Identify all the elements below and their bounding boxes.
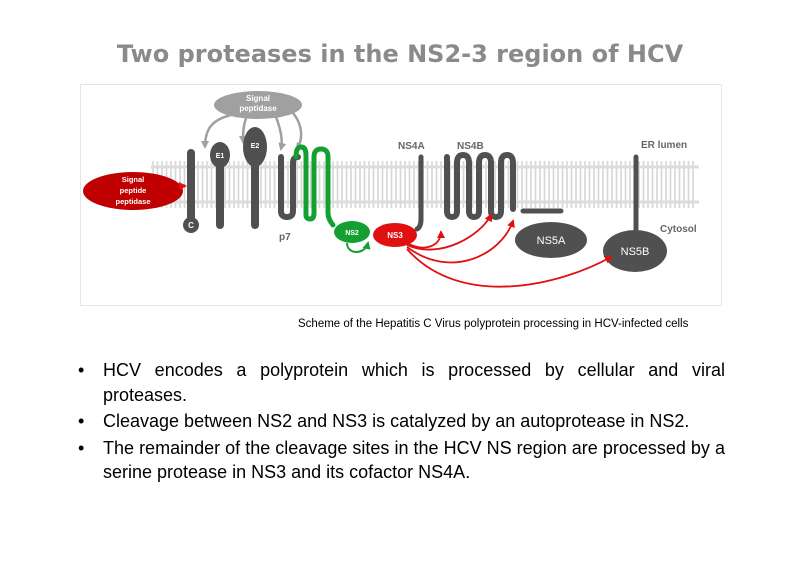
bullet-marker: • [78, 437, 85, 458]
signal-peptide-peptidase: Signal peptide peptidase [83, 172, 187, 210]
core-label: C [188, 221, 194, 230]
bullet-item: • Cleavage between NS2 and NS3 is catalyz… [75, 409, 725, 434]
ns5b-label: NS5B [621, 246, 650, 258]
spp-label-1: Signal [122, 175, 145, 184]
signal-peptidase-label-2: peptidase [239, 104, 277, 113]
bullet-marker: • [78, 360, 85, 380]
ns5a-label: NS5A [537, 235, 566, 247]
slide-title: Two proteases in the NS2-3 region of HCV [116, 40, 684, 68]
er-membrane [151, 161, 699, 208]
spp-label-3: peptidase [115, 197, 150, 206]
e1-label: E1 [216, 153, 225, 160]
ns5a-protein: NS5A [515, 208, 587, 258]
ns3-protein: NS3 [373, 223, 417, 247]
hcv-polyprotein-diagram: Signal peptidase Signal peptide peptidas… [80, 84, 722, 306]
ns4b-label: NS4B [457, 141, 484, 152]
bullet-item: • HCV encodes a polyprotein which is proc… [75, 358, 725, 407]
bullet-marker: • [78, 411, 85, 431]
bullet-text: Cleavage between NS2 and NS3 is catalyze… [103, 411, 690, 431]
ns4b-protein: NS4B [444, 141, 516, 221]
ns3-cleavage-arrows [406, 213, 613, 288]
diagram-canvas: Signal peptidase Signal peptide peptidas… [83, 91, 699, 288]
figure-caption: Scheme of the Hepatitis C Virus polyprot… [298, 318, 689, 330]
ns3-label: NS3 [387, 231, 403, 240]
signal-peptidase-label-1: Signal [246, 94, 270, 103]
e1-protein: E1 [210, 142, 230, 229]
p7-label: p7 [279, 232, 291, 243]
spp-label-2: peptide [120, 186, 147, 195]
bullet-list: • HCV encodes a polyprotein which is proc… [75, 358, 725, 487]
ns2-protein: NS2 [293, 144, 371, 253]
er-lumen-label: ER lumen [641, 140, 687, 151]
ns4a-label: NS4A [398, 141, 425, 152]
ns5b-protein: NS5B [603, 154, 667, 272]
ns4a-protein: NS4A [398, 141, 425, 232]
p7-protein: p7 [278, 154, 301, 243]
e2-label: E2 [251, 143, 260, 150]
e2-protein: E2 [243, 127, 267, 229]
bullet-text: HCV encodes a polyprotein which is proce… [103, 360, 725, 405]
bullet-item: • The remainder of the cleavage sites in … [75, 436, 725, 485]
cytosol-label: Cytosol [660, 224, 697, 235]
ns2-label: NS2 [345, 230, 359, 237]
core-protein: C [183, 149, 199, 233]
bullet-text: The remainder of the cleavage sites in t… [103, 437, 725, 483]
